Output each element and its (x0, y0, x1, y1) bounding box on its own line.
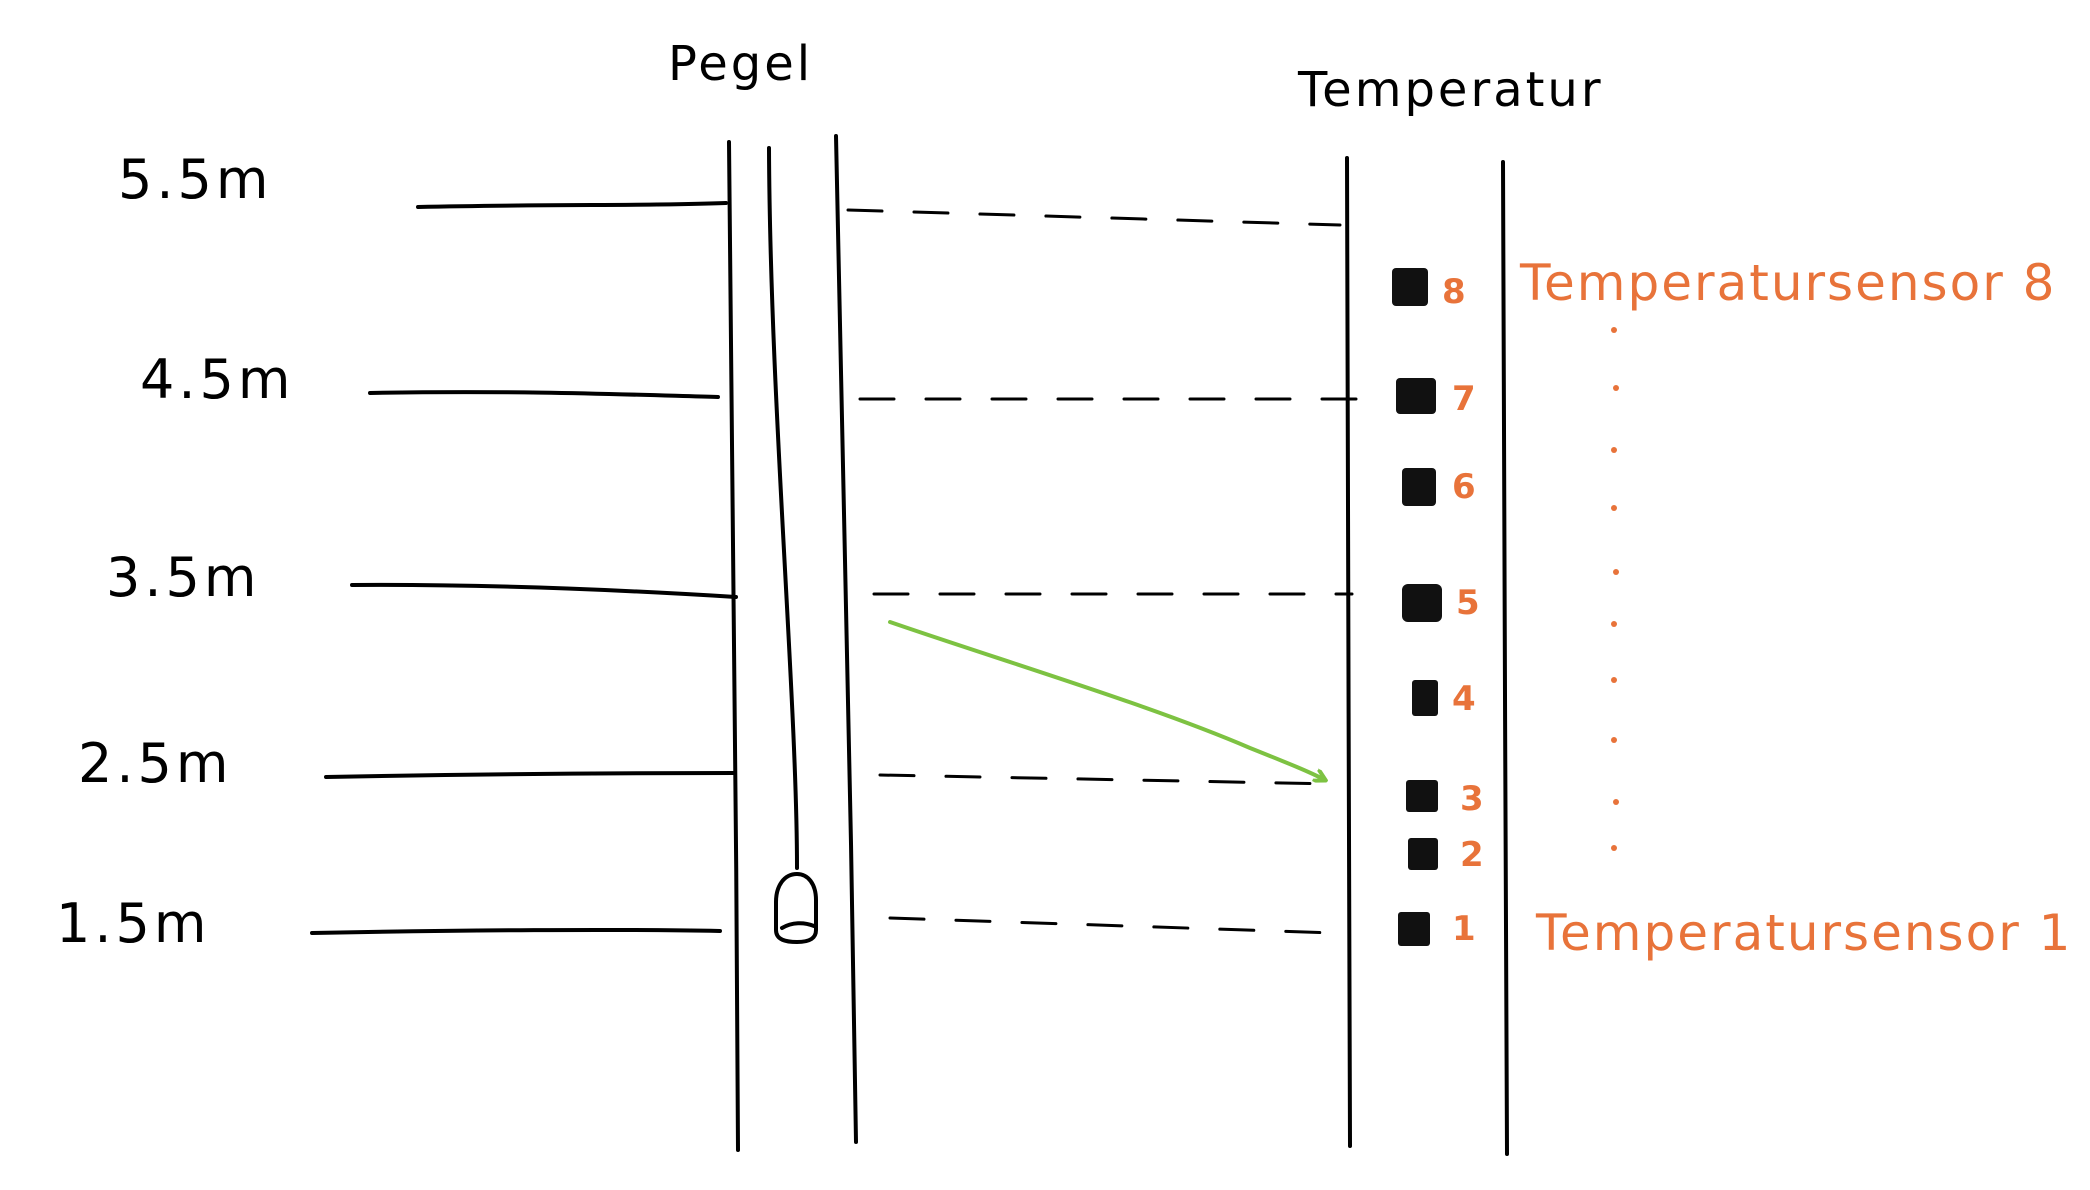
ellipsis-dot (1611, 677, 1617, 683)
temperature-right-wall (1501, 160, 1509, 1156)
ellipsis-dot (1613, 569, 1619, 575)
sensor-1-number: 1 (1452, 909, 1476, 949)
dash-line-1-5 (888, 916, 1336, 935)
sensor-label-top: Temperatursensor 8 (1519, 254, 2056, 312)
sensor-8-number: 8 (1442, 272, 1466, 312)
ellipsis-dot (1611, 447, 1617, 453)
sensor-4-number: 4 (1452, 679, 1476, 719)
dash-line-5-5 (846, 208, 1342, 227)
level-label-2-5: 2.5m (78, 732, 232, 795)
probe-body (774, 872, 818, 944)
level-line-4-5 (368, 390, 720, 399)
sensor-5-number: 5 (1456, 583, 1480, 623)
sensor-2-number: 2 (1460, 835, 1484, 875)
sensor-3-icon (1406, 780, 1438, 812)
sensor-8-icon (1392, 268, 1428, 306)
ellipsis-dot (1611, 327, 1617, 333)
temperature-left-wall (1345, 156, 1352, 1148)
level-labels: 5.5m 4.5m 3.5m 2.5m 1.5m (56, 148, 294, 955)
sensor-6-icon (1402, 468, 1436, 506)
probe-cable (767, 146, 799, 870)
probe-tip (780, 921, 816, 930)
pegel-right-wall (834, 134, 858, 1144)
sensor-2-icon (1408, 838, 1438, 870)
sensor-ellipsis-dots (1611, 327, 1619, 851)
temperature-sensors: 8 7 6 5 4 3 2 1 (1392, 268, 1484, 949)
sensor-7-icon (1396, 378, 1436, 414)
dash-line-2-5 (878, 773, 1336, 786)
sensor-5-icon (1402, 584, 1442, 622)
level-line-5-5 (416, 201, 728, 209)
ellipsis-dot (1611, 845, 1617, 851)
pegel-left-wall (727, 140, 740, 1152)
mapping-arrow (888, 620, 1325, 780)
level-line-1-5 (310, 927, 722, 935)
ellipsis-dot (1611, 737, 1617, 743)
sensor-7-number: 7 (1452, 379, 1476, 419)
sensor-3-number: 3 (1460, 779, 1484, 819)
sensor-1-icon (1398, 912, 1430, 946)
level-dashes (846, 208, 1358, 935)
level-label-5-5: 5.5m (118, 148, 272, 211)
level-label-1-5: 1.5m (56, 892, 210, 955)
pegel-title: Pegel (668, 36, 813, 92)
ellipsis-dot (1611, 621, 1617, 627)
level-line-2-5 (324, 771, 736, 779)
level-label-4-5: 4.5m (140, 348, 294, 411)
ellipsis-dot (1611, 505, 1617, 511)
ellipsis-dot (1613, 385, 1619, 391)
level-line-3-5 (350, 582, 738, 599)
level-label-3-5: 3.5m (106, 546, 260, 609)
ellipsis-dot (1613, 799, 1619, 805)
pegel-tube (727, 134, 858, 1152)
sensor-label-bottom: Temperatursensor 1 (1535, 904, 2072, 962)
sensor-6-number: 6 (1452, 467, 1476, 507)
temperature-column (1345, 156, 1509, 1156)
level-lines (310, 201, 738, 935)
temperatur-title: Temperatur (1297, 62, 1604, 118)
sensor-4-icon (1412, 680, 1438, 716)
